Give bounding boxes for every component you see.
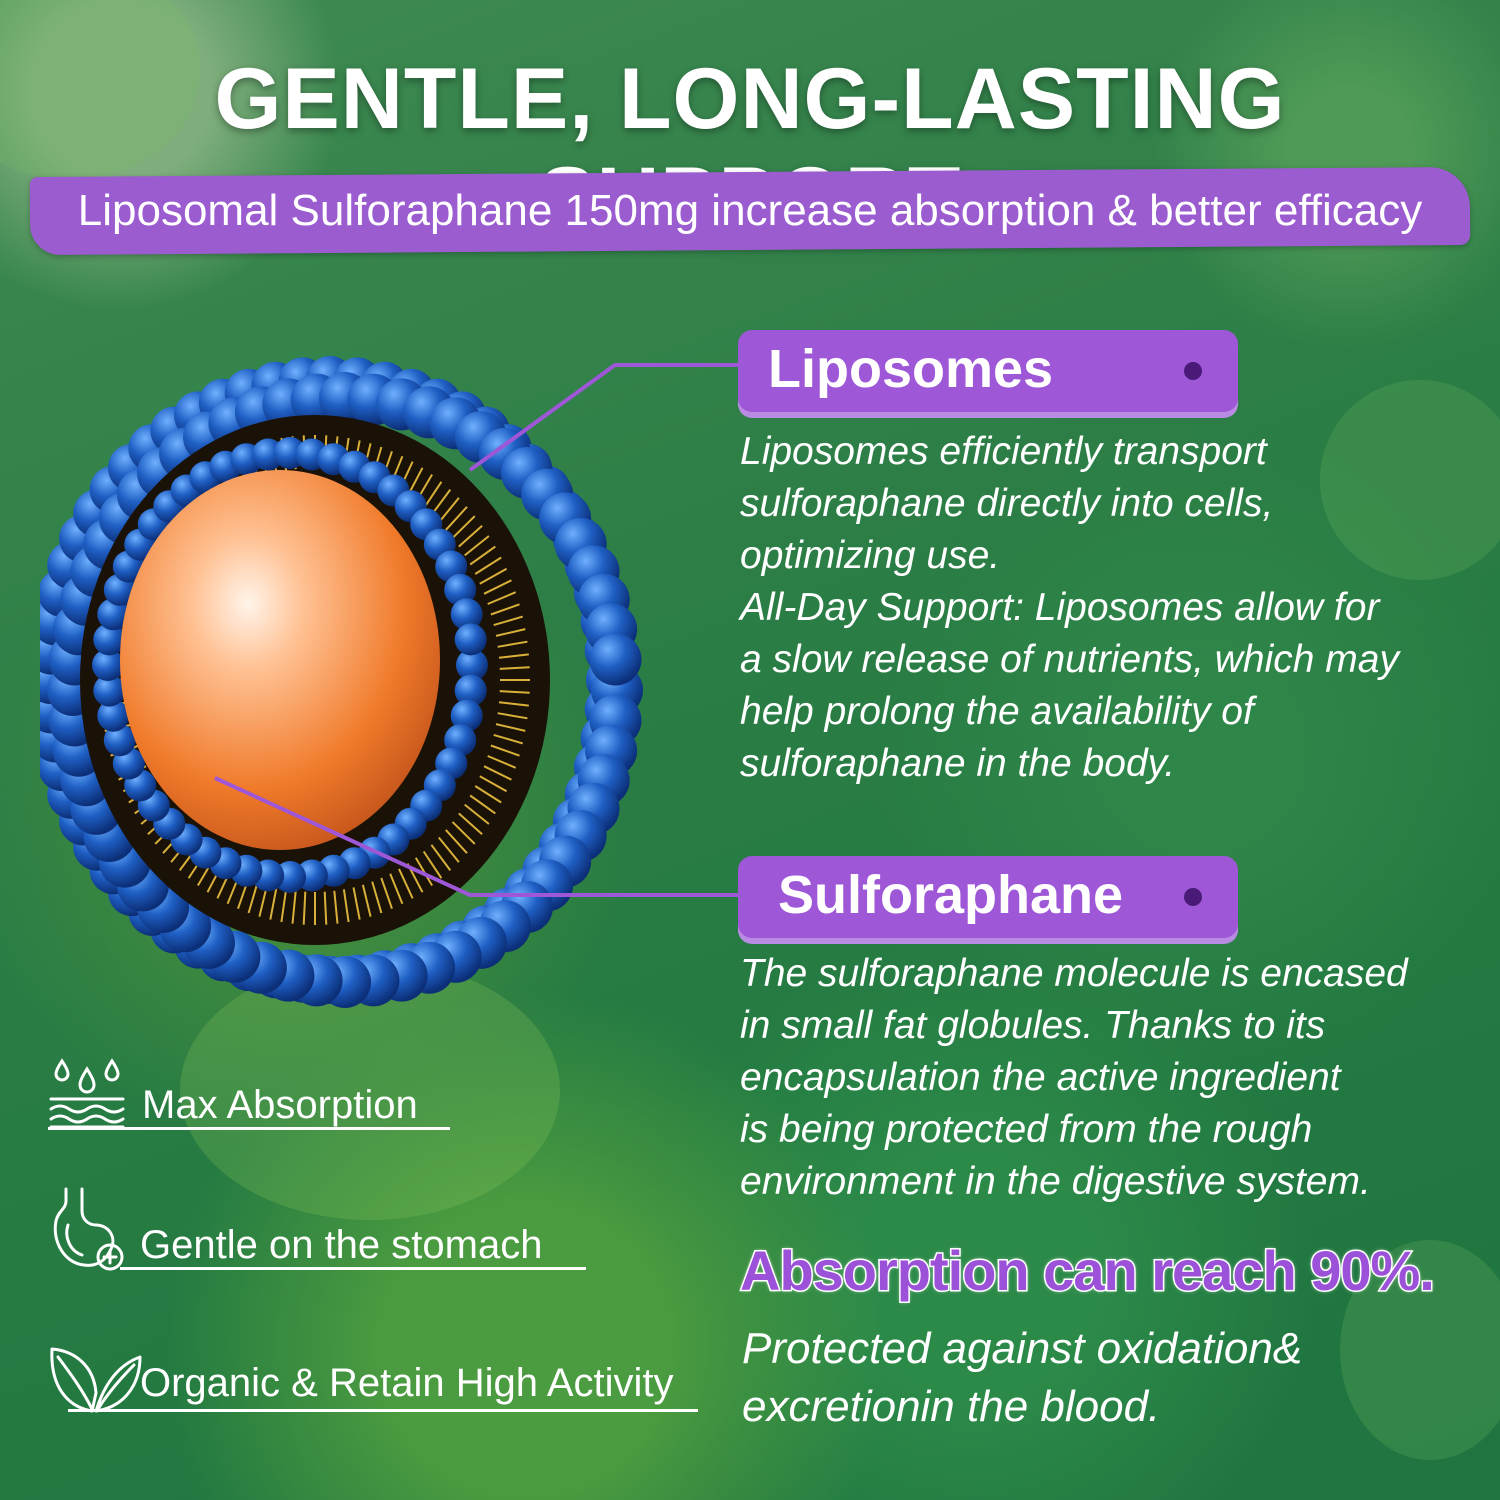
liposome-illustration	[40, 356, 643, 1008]
lipid-head	[93, 674, 126, 707]
absorption-highlight: Absorption can reach 90%.	[739, 1238, 1437, 1304]
background-broccoli-blob	[1320, 380, 1500, 580]
liposomes-description: Liposomes efficiently transport sulforap…	[740, 430, 1399, 785]
background-broccoli-blob	[1340, 1240, 1500, 1460]
lipid-tail	[464, 535, 490, 557]
callout-label: Liposomes	[768, 339, 1054, 399]
lipid-tail	[302, 891, 307, 925]
callout-dot-icon	[1184, 362, 1202, 380]
lipid-tail	[498, 701, 529, 707]
sulforaphane-description: The sulforaphane molecule is encased in …	[740, 952, 1408, 1203]
lipid-tail	[493, 733, 523, 745]
lipid-tail	[495, 723, 526, 732]
lipid-tail	[499, 690, 530, 694]
lipid-tail	[422, 481, 443, 510]
feature-underline	[120, 1267, 586, 1270]
lipid-head	[92, 649, 124, 681]
lipid-head	[450, 699, 483, 732]
callout-label: Sulforaphane	[778, 865, 1124, 925]
lipid-head	[450, 598, 483, 631]
lipid-tail	[487, 591, 517, 605]
feature-label: Gentle on the stomach	[140, 1223, 543, 1267]
lipid-tail	[438, 497, 460, 524]
lipid-head	[456, 649, 488, 681]
subtitle: Liposomal Sulforaphane 150mg increase ab…	[77, 186, 1423, 235]
callout-dot-icon	[1184, 888, 1202, 906]
lipid-head	[454, 674, 487, 707]
lipid-tail	[451, 515, 476, 539]
lipid-head	[444, 573, 477, 606]
lipid-head	[589, 633, 642, 686]
lipid-tail	[493, 615, 523, 627]
lipid-tail	[474, 556, 502, 575]
lipid-tail	[499, 666, 530, 670]
lipid-tail	[483, 579, 512, 595]
lipid-tail	[479, 567, 508, 585]
lipid-head	[103, 724, 136, 757]
lipid-tail	[495, 628, 526, 637]
lipid-tail	[487, 755, 517, 769]
feature-label: Organic & Retain High Activity	[140, 1361, 674, 1405]
lipid-tail	[490, 744, 520, 757]
lipid-head	[97, 598, 130, 631]
lipid-tail	[497, 712, 528, 720]
lipid-tail	[469, 545, 496, 566]
liposomes-callout: Liposomes	[738, 330, 1238, 412]
lipid-tail	[323, 891, 328, 925]
water-absorption-icon	[49, 1058, 125, 1129]
lipid-head	[93, 623, 126, 656]
lipid-tail	[497, 640, 528, 648]
lipid-tail	[458, 525, 483, 548]
lipid-head	[454, 623, 487, 656]
feature-label: Max Absorption	[142, 1083, 418, 1127]
sulforaphane-core	[120, 470, 440, 850]
feature-underline	[48, 1127, 450, 1130]
protection-text: Protected against oxidation& excretionin…	[742, 1324, 1303, 1431]
lipid-tail	[445, 506, 468, 531]
lipid-tail	[490, 603, 520, 616]
lipid-tail	[498, 653, 529, 659]
leaf-icon	[50, 1347, 142, 1413]
sulforaphane-callout: Sulforaphane	[738, 856, 1238, 938]
lipid-head	[97, 699, 130, 732]
feature-underline	[68, 1409, 698, 1412]
stomach-icon	[53, 1187, 124, 1271]
